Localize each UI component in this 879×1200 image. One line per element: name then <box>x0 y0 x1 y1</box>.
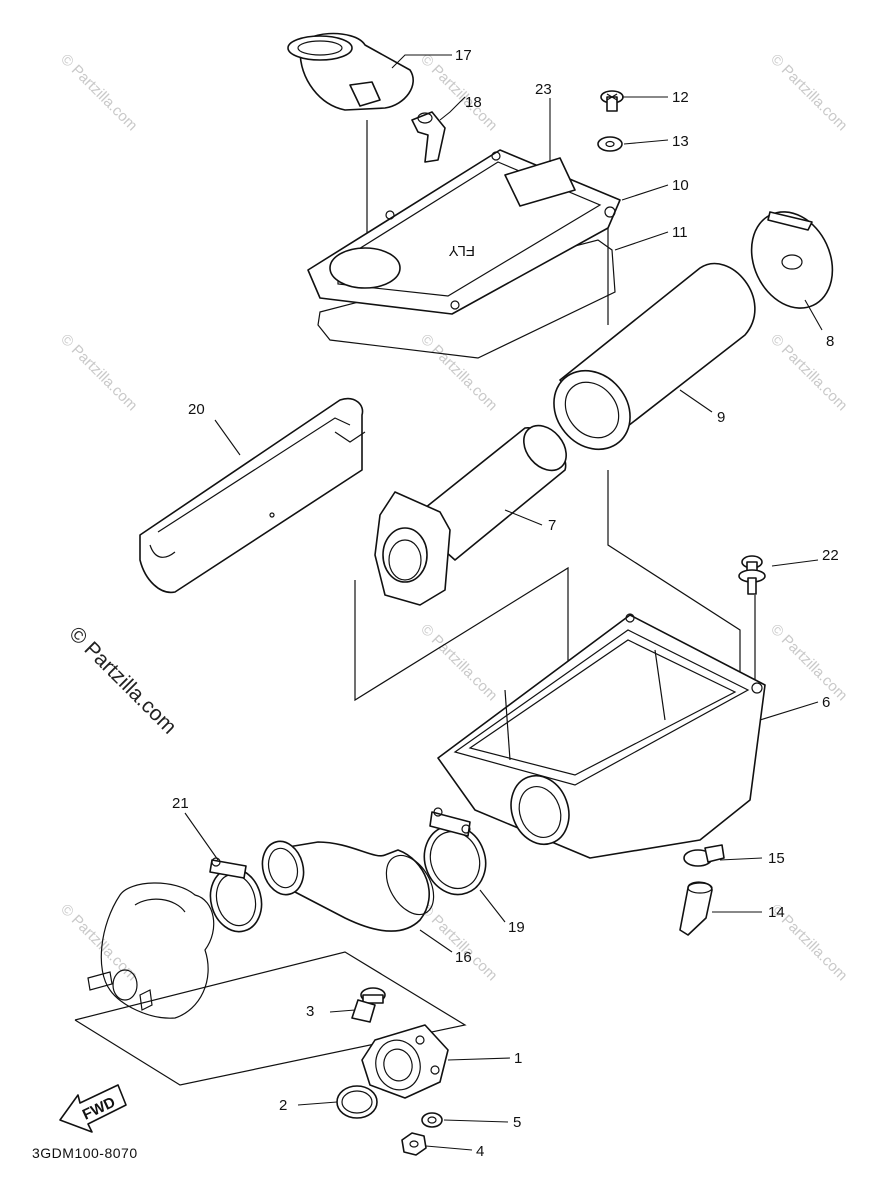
part-17-intake-duct <box>287 32 414 111</box>
part-1-carb-joint <box>361 1024 449 1099</box>
callout-6: 6 <box>822 694 830 711</box>
callout-19: 19 <box>508 919 525 936</box>
watermark: © Partzilla.com <box>417 621 500 704</box>
callouts: 17 18 23 12 13 10 11 8 9 20 7 22 6 21 15… <box>172 47 839 1160</box>
part-20-plate <box>139 397 366 594</box>
cover-marking: FLY <box>449 242 475 259</box>
watermark: © Partzilla.com <box>57 901 140 984</box>
callout-3: 3 <box>306 1003 314 1020</box>
watermark: © Partzilla.com <box>417 901 500 984</box>
callout-22: 22 <box>822 547 839 564</box>
callout-4: 4 <box>476 1143 484 1160</box>
callout-15: 15 <box>768 850 785 867</box>
part-7-filter-guide <box>374 424 567 606</box>
callout-21: 21 <box>172 795 189 812</box>
callout-14: 14 <box>768 904 785 921</box>
callout-17: 17 <box>455 47 472 64</box>
callout-1: 1 <box>514 1050 522 1067</box>
part-18-hose-fitting <box>411 111 446 163</box>
part-16-intake-joint <box>261 840 435 932</box>
part-2-o-ring <box>336 1085 378 1119</box>
part-3-bolt <box>351 987 386 1023</box>
callout-20: 20 <box>188 401 205 418</box>
part-22-bolt <box>738 555 766 595</box>
watermark: © Partzilla.com <box>57 51 140 134</box>
part-4-nut <box>401 1132 427 1156</box>
part-8-filter-cap <box>750 211 834 309</box>
callout-12: 12 <box>672 89 689 106</box>
part-13-washer <box>597 136 623 152</box>
watermark: © Partzilla.com <box>417 331 500 414</box>
leader-lines <box>184 54 823 1151</box>
part-9-air-filter <box>553 262 756 451</box>
part-15-hose-clamp <box>683 844 725 867</box>
part-14-drain <box>679 881 713 936</box>
watermark: © Partzilla.com <box>767 331 850 414</box>
watermark-large: © Partzilla.com <box>64 622 180 738</box>
callout-18: 18 <box>465 94 482 111</box>
part-21-hose-clamp <box>209 857 263 933</box>
callout-11: 11 <box>672 224 688 241</box>
callout-5: 5 <box>513 1114 521 1131</box>
watermark: © Partzilla.com <box>767 51 850 134</box>
callout-9: 9 <box>717 409 725 426</box>
callout-8: 8 <box>826 333 834 350</box>
part-10-air-box-cover: FLY <box>307 149 621 359</box>
callout-2: 2 <box>279 1097 287 1114</box>
callout-13: 13 <box>672 133 689 150</box>
callout-16: 16 <box>455 949 472 966</box>
callout-7: 7 <box>548 517 556 534</box>
watermark: © Partzilla.com <box>57 331 140 414</box>
part-5-washer <box>421 1112 443 1128</box>
part-12-screw <box>600 90 624 112</box>
watermark: © Partzilla.com <box>767 621 850 704</box>
callout-10: 10 <box>672 177 689 194</box>
fwd-arrow: FWD <box>59 1084 127 1133</box>
callout-23: 23 <box>535 81 552 98</box>
part-19-hose-clamp <box>423 807 487 896</box>
diagram-code: 3GDM100-8070 <box>32 1145 138 1161</box>
part-6-air-box-case <box>437 613 766 859</box>
carburetor-outline <box>87 882 215 1019</box>
